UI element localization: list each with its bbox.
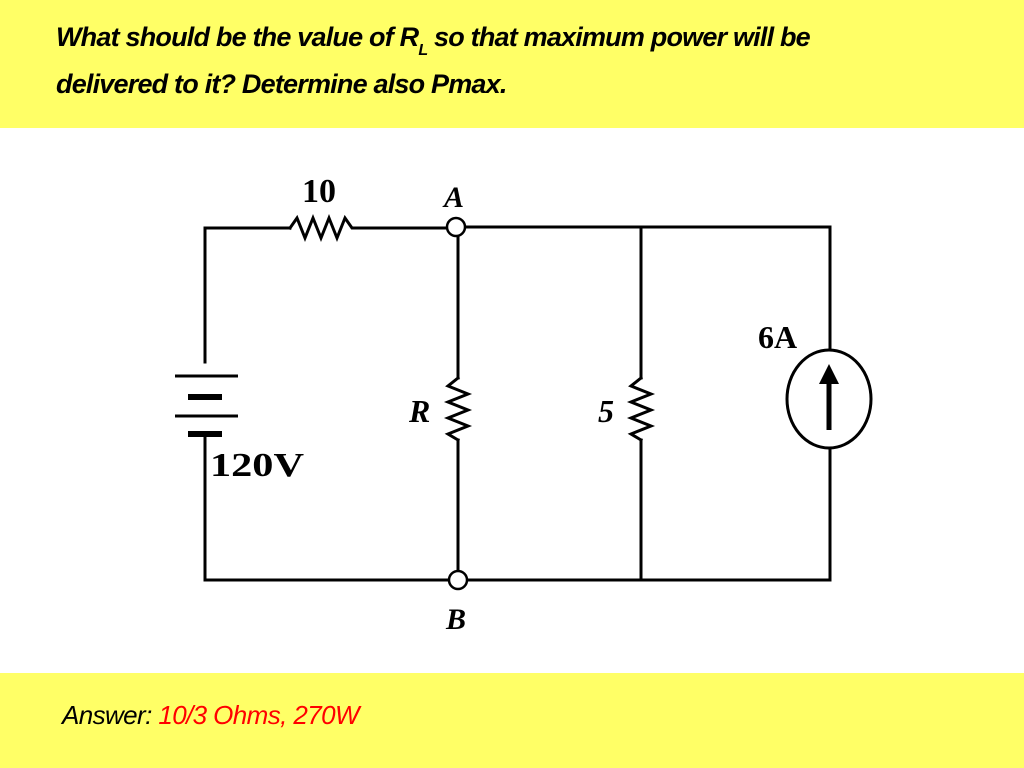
label-current-source: 6A: [758, 319, 797, 355]
label-node-b: B: [445, 603, 466, 636]
resistor-rl-zigzag: [443, 375, 473, 443]
question-text: What should be the value of RL so that m…: [56, 14, 996, 108]
question-band: [0, 0, 1024, 128]
resistor-5-zigzag: [626, 375, 656, 443]
question-line1-post: so that maximum power will be: [427, 22, 811, 52]
label-load-resistor: R: [408, 393, 430, 429]
question-subscript: L: [418, 42, 428, 60]
answer-text: Answer: 10/3 Ohms, 270W: [62, 700, 359, 731]
answer-band: [0, 673, 1024, 768]
current-source-arrow-head: [819, 364, 839, 384]
label-resistor-5: 5: [598, 393, 614, 429]
label-voltage-source: 120V: [210, 447, 305, 484]
resistor-10-zigzag: [287, 213, 364, 243]
question-line2: delivered to it? Determine also Pmax.: [56, 69, 507, 99]
battery: [175, 374, 238, 437]
label-resistor-10: 10: [302, 173, 336, 210]
node-b-terminal: [447, 569, 469, 591]
label-node-a: A: [442, 181, 464, 214]
node-a-terminal: [445, 216, 467, 238]
circuit-diagram: 10 A B R 5 6A 120V: [175, 173, 873, 636]
answer-label: Answer:: [62, 700, 159, 730]
answer-value: 10/3 Ohms, 270W: [158, 700, 359, 730]
question-line1-pre: What should be the value of R: [56, 22, 419, 52]
